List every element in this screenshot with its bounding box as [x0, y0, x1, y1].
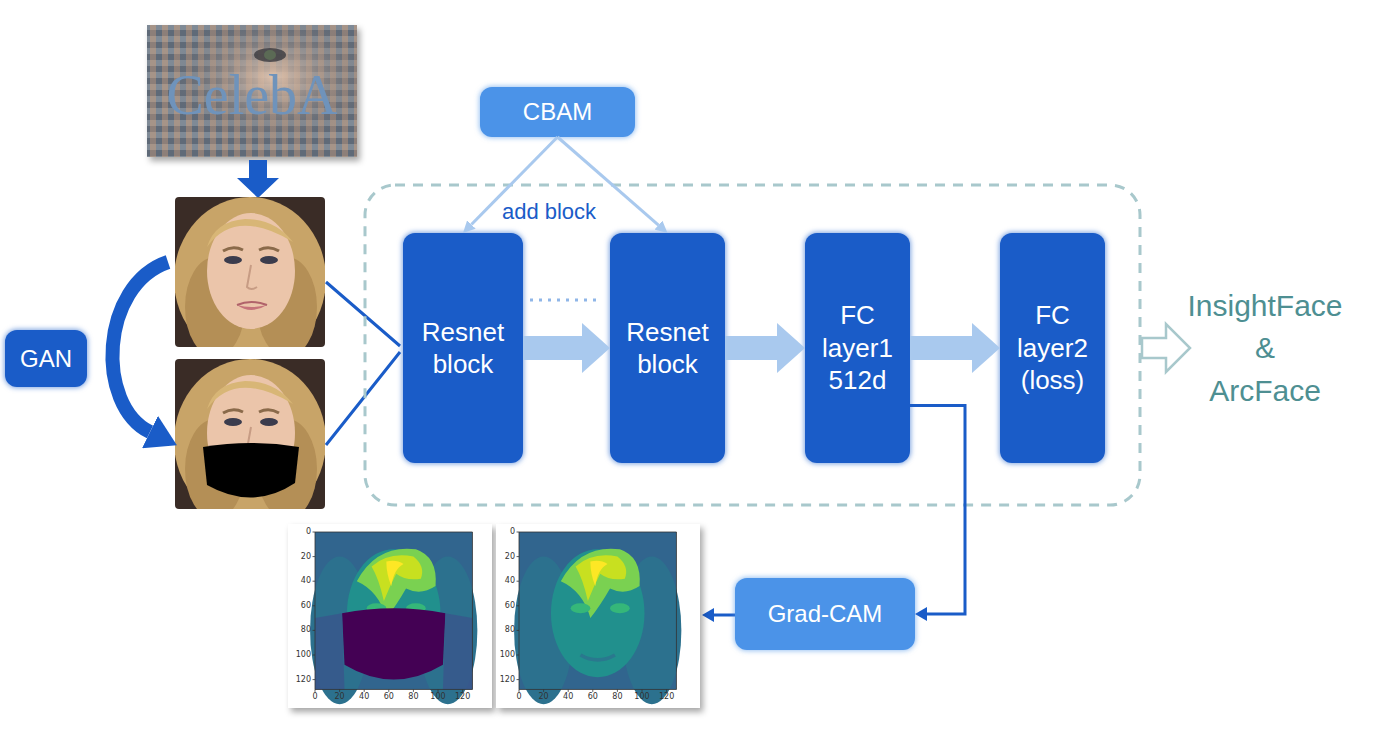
- heatmap-panel: [288, 524, 492, 708]
- gradcam-box: Grad-CAM: [735, 578, 915, 650]
- node-text: FC layer1 512d: [817, 299, 898, 397]
- model-boundary: [365, 185, 1140, 505]
- axis-tick-label: 20: [335, 693, 345, 702]
- fc-layer-box: FC layer1 512d: [805, 233, 910, 463]
- fc-layer-box: FC layer2 (loss): [1000, 233, 1105, 463]
- flow-arrow: [910, 336, 972, 360]
- axis-tick-label: 120: [659, 693, 674, 702]
- down-arrow: [237, 160, 279, 198]
- axis-tick-label: 40: [563, 693, 573, 702]
- axis-tick-label: 0: [516, 693, 521, 702]
- annotation-label: add block: [502, 200, 596, 224]
- output-model-label: &: [1255, 331, 1275, 364]
- axis-tick-label: 40: [301, 577, 311, 586]
- axis-tick-label: 40: [359, 693, 369, 702]
- heatmap-panel: [496, 524, 700, 708]
- axis-tick-label: 120: [455, 693, 470, 702]
- face-photo: [175, 197, 325, 347]
- axis-tick-label: 20: [301, 552, 311, 561]
- axis-tick-label: 60: [384, 693, 394, 702]
- resnet-block: Resnet block: [610, 233, 725, 463]
- output-model-label: ArcFace: [1209, 374, 1321, 407]
- axis-tick-label: 100: [296, 651, 311, 660]
- axis-tick-label: 20: [539, 693, 549, 702]
- input-line: [326, 282, 400, 445]
- axis-tick-label: 60: [505, 601, 515, 610]
- flow-arrow: [523, 336, 582, 360]
- axis-tick-label: 80: [612, 693, 622, 702]
- flow-arrow: [725, 336, 777, 360]
- axis-tick-label: 100: [500, 651, 515, 660]
- axis-tick-label: 80: [408, 693, 418, 702]
- masked-face-photo: [175, 359, 325, 509]
- resnet-block: Resnet block: [403, 233, 523, 463]
- node-text: CBAM: [523, 97, 592, 127]
- axis-tick-label: 0: [510, 528, 515, 537]
- gan-arrow: [112, 262, 168, 432]
- output-model-label: InsightFace: [1187, 289, 1342, 322]
- axis-tick-label: 60: [588, 693, 598, 702]
- axis-tick-label: 60: [301, 601, 311, 610]
- gradcam-output-arrow: [714, 614, 735, 617]
- node-text: Resnet block: [415, 316, 511, 381]
- axis-tick-label: 0: [312, 693, 317, 702]
- attention-module-box: CBAM: [480, 87, 635, 137]
- axis-tick-label: 80: [505, 626, 515, 635]
- axis-tick-label: 0: [306, 528, 311, 537]
- node-text: Grad-CAM: [768, 599, 883, 629]
- axis-tick-label: 100: [634, 693, 649, 702]
- connector-arrow: [910, 406, 965, 615]
- node-text: Resnet block: [622, 316, 713, 381]
- connector-arrow: [471, 137, 557, 224]
- axis-tick-label: 100: [430, 693, 445, 702]
- face-heatmap: [514, 532, 681, 704]
- axis-tick-label: 80: [301, 626, 311, 635]
- masked-heatmap: [310, 532, 477, 704]
- axis-tick-label: 40: [505, 577, 515, 586]
- connector-arrow: [558, 137, 659, 225]
- axis-tick-label: 120: [296, 675, 311, 684]
- ellipsis-line: [530, 299, 596, 302]
- celeba-image: [147, 25, 357, 157]
- dataset-logo-text: CelebA: [166, 65, 337, 127]
- axis-tick-label: 20: [505, 552, 515, 561]
- node-text: FC layer2 (loss): [1012, 299, 1093, 397]
- axis-tick-label: 120: [500, 675, 515, 684]
- node-text: GAN: [20, 344, 72, 374]
- generator-box: GAN: [5, 330, 87, 387]
- output-arrow: [1142, 324, 1190, 372]
